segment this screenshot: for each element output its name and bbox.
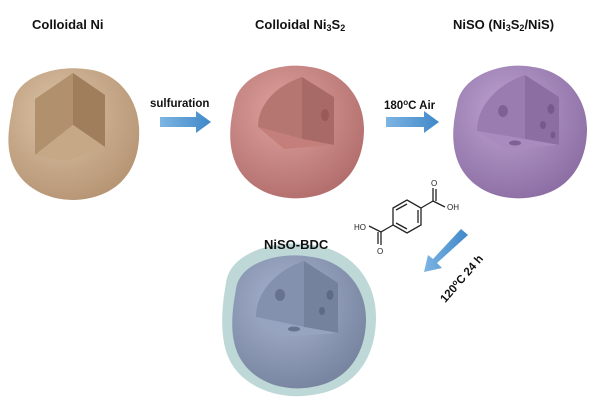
label-colloidal-ni: Colloidal Ni: [32, 17, 104, 32]
label-colloidal-ni3s2: Colloidal Ni3S2: [255, 17, 346, 33]
arrow-air: [386, 111, 439, 133]
particle-ni: [8, 68, 140, 200]
step-air: 180oC Air: [384, 98, 436, 112]
particle-niso: [453, 65, 587, 199]
terephthalic-acid-molecule: [368, 188, 446, 245]
particle-niso-bdc: [222, 243, 376, 397]
molecule-o-bottom: O: [377, 247, 383, 256]
molecule-oh-bottom: HO: [354, 223, 366, 232]
particle-ni3s2: [230, 65, 364, 199]
arrow-ligand: [424, 229, 468, 272]
step-sulfuration: sulfuration: [150, 98, 210, 110]
label-niso: NiSO (Ni3S2/NiS): [453, 17, 555, 33]
arrow-sulfuration: [160, 111, 211, 133]
label-niso-bdc: NiSO-BDC: [264, 237, 329, 252]
molecule-oh-top: OH: [447, 203, 459, 212]
molecule-o-top: O: [431, 179, 437, 188]
